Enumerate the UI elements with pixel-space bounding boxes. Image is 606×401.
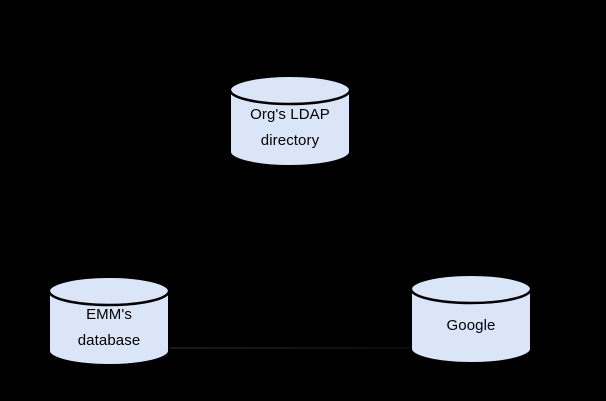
node-google: Google	[409, 274, 533, 364]
connector-emm-to-google	[168, 347, 411, 349]
database-cylinder-icon	[409, 274, 533, 364]
node-org-ldap-directory: Org's LDAP directory	[228, 75, 352, 167]
node-label-google: Google	[411, 275, 531, 363]
node-label-line: database	[77, 332, 141, 349]
database-cylinder-icon	[47, 276, 171, 366]
node-label-line: Google	[446, 317, 496, 334]
node-label-org-ldap-directory: Org's LDAP directory	[230, 76, 350, 166]
node-label-line: EMM's	[86, 306, 132, 323]
node-label-emm-database: EMM's database	[49, 277, 169, 365]
node-label-line: directory	[260, 132, 320, 149]
node-emm-database: EMM's database	[47, 276, 171, 366]
node-label-line: Org's LDAP	[250, 106, 330, 123]
database-cylinder-icon	[228, 75, 352, 167]
